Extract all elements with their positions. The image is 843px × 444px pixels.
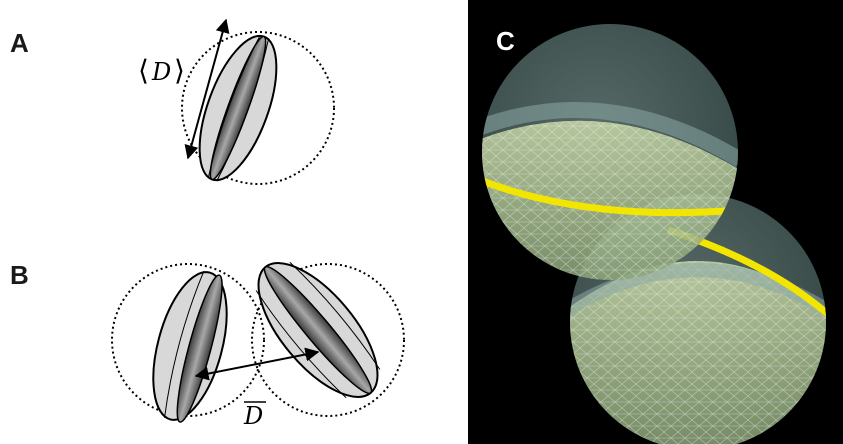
panel-a-diameter-arrow [184,18,230,160]
panel-b-right-ellipsoid [255,261,381,399]
panel-b-left-ellipsoid [152,270,228,423]
panel-label-a: A [10,28,29,58]
panel-c-render [468,0,843,444]
panel-a-ellipsoid [198,34,278,182]
panel-b-symbol: D [243,402,263,430]
panel-a-enclosing-sphere [181,31,335,185]
panel-a-symbol: D [151,58,171,86]
panel-label-b: B [10,260,29,290]
panel-c-spheres [482,24,826,444]
panel-label-c: C [496,26,515,56]
panel-c-upper-sphere [482,24,738,280]
panel-a-rangle: ⟩ [174,54,185,87]
panel-a-diagram: ⟨ D ⟩ [138,18,335,185]
panel-b-left-sphere [111,263,265,417]
panel-c-lower-sphere [570,194,826,444]
panel-a-langle: ⟨ [138,54,149,87]
schematic-figure: ⟨ D ⟩ D [111,18,405,430]
panel-b-distance-arrow [194,347,320,381]
panel-b-right-sphere [251,263,405,417]
panel-b-diagram: D [111,261,405,430]
panel-c-upper-equator [482,176,738,217]
